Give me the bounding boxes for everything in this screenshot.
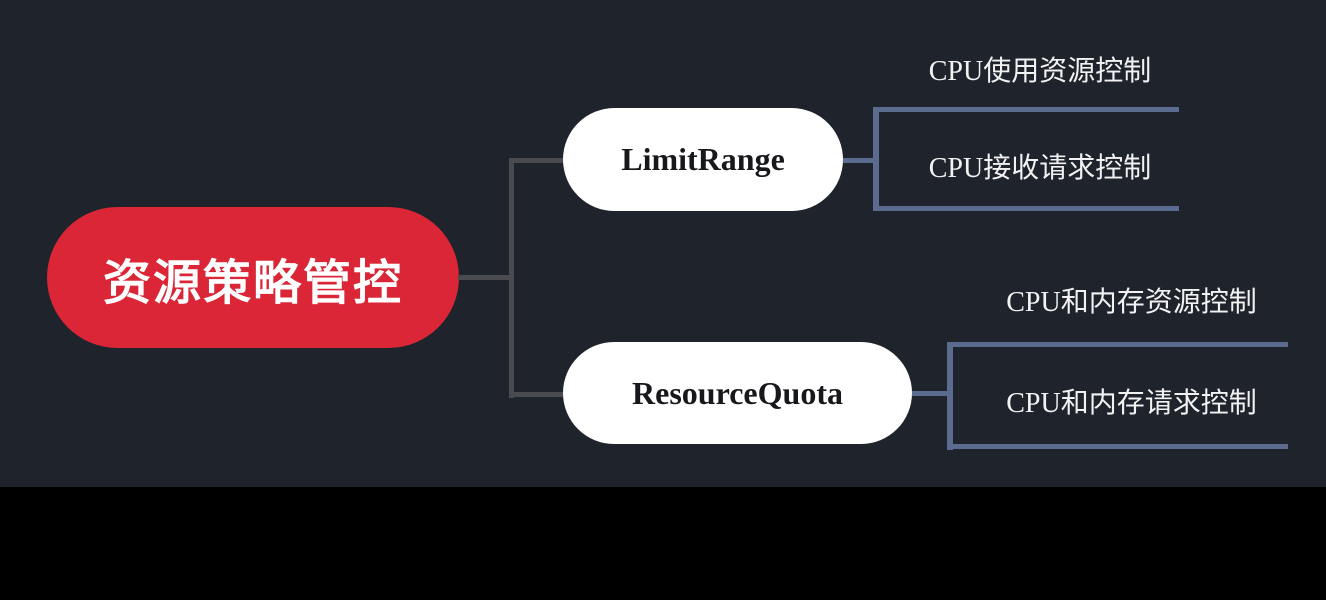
- leaf-underline-cpu-mem-request: [947, 444, 1288, 449]
- connector-root-horizontal: [458, 275, 512, 280]
- leaf-node-cpu-mem-resource-control: CPU和内存资源控制: [1006, 287, 1257, 318]
- connector-resourcequota-bracket: [912, 391, 948, 396]
- leaf-node-cpu-mem-request-control: CPU和内存请求控制: [1006, 388, 1257, 419]
- branch-node-limitrange: LimitRange: [563, 108, 843, 211]
- leaf-underline-cpu-mem-resource: [947, 342, 1288, 347]
- leaf-node-cpu-request-control: CPU接收请求控制: [928, 153, 1152, 184]
- letterbox-bar: [0, 487, 1326, 600]
- bracket-limitrange-vertical: [873, 107, 879, 211]
- connector-limitrange-bracket: [843, 158, 875, 163]
- leaf-underline-cpu-usage: [873, 107, 1179, 112]
- connector-to-resourcequota: [509, 392, 566, 397]
- root-node-resource-policy: 资源策略管控: [47, 207, 459, 348]
- branch-node-resourcequota: ResourceQuota: [563, 342, 912, 444]
- mindmap-canvas: 资源策略管控 LimitRange ResourceQuota CPU使用资源控…: [0, 0, 1326, 487]
- leaf-node-cpu-usage-control: CPU使用资源控制: [928, 56, 1152, 87]
- leaf-underline-cpu-request: [873, 206, 1179, 211]
- connector-to-limitrange: [509, 158, 566, 163]
- connector-junction-vertical: [509, 158, 514, 398]
- bracket-resourcequota-vertical: [947, 342, 953, 450]
